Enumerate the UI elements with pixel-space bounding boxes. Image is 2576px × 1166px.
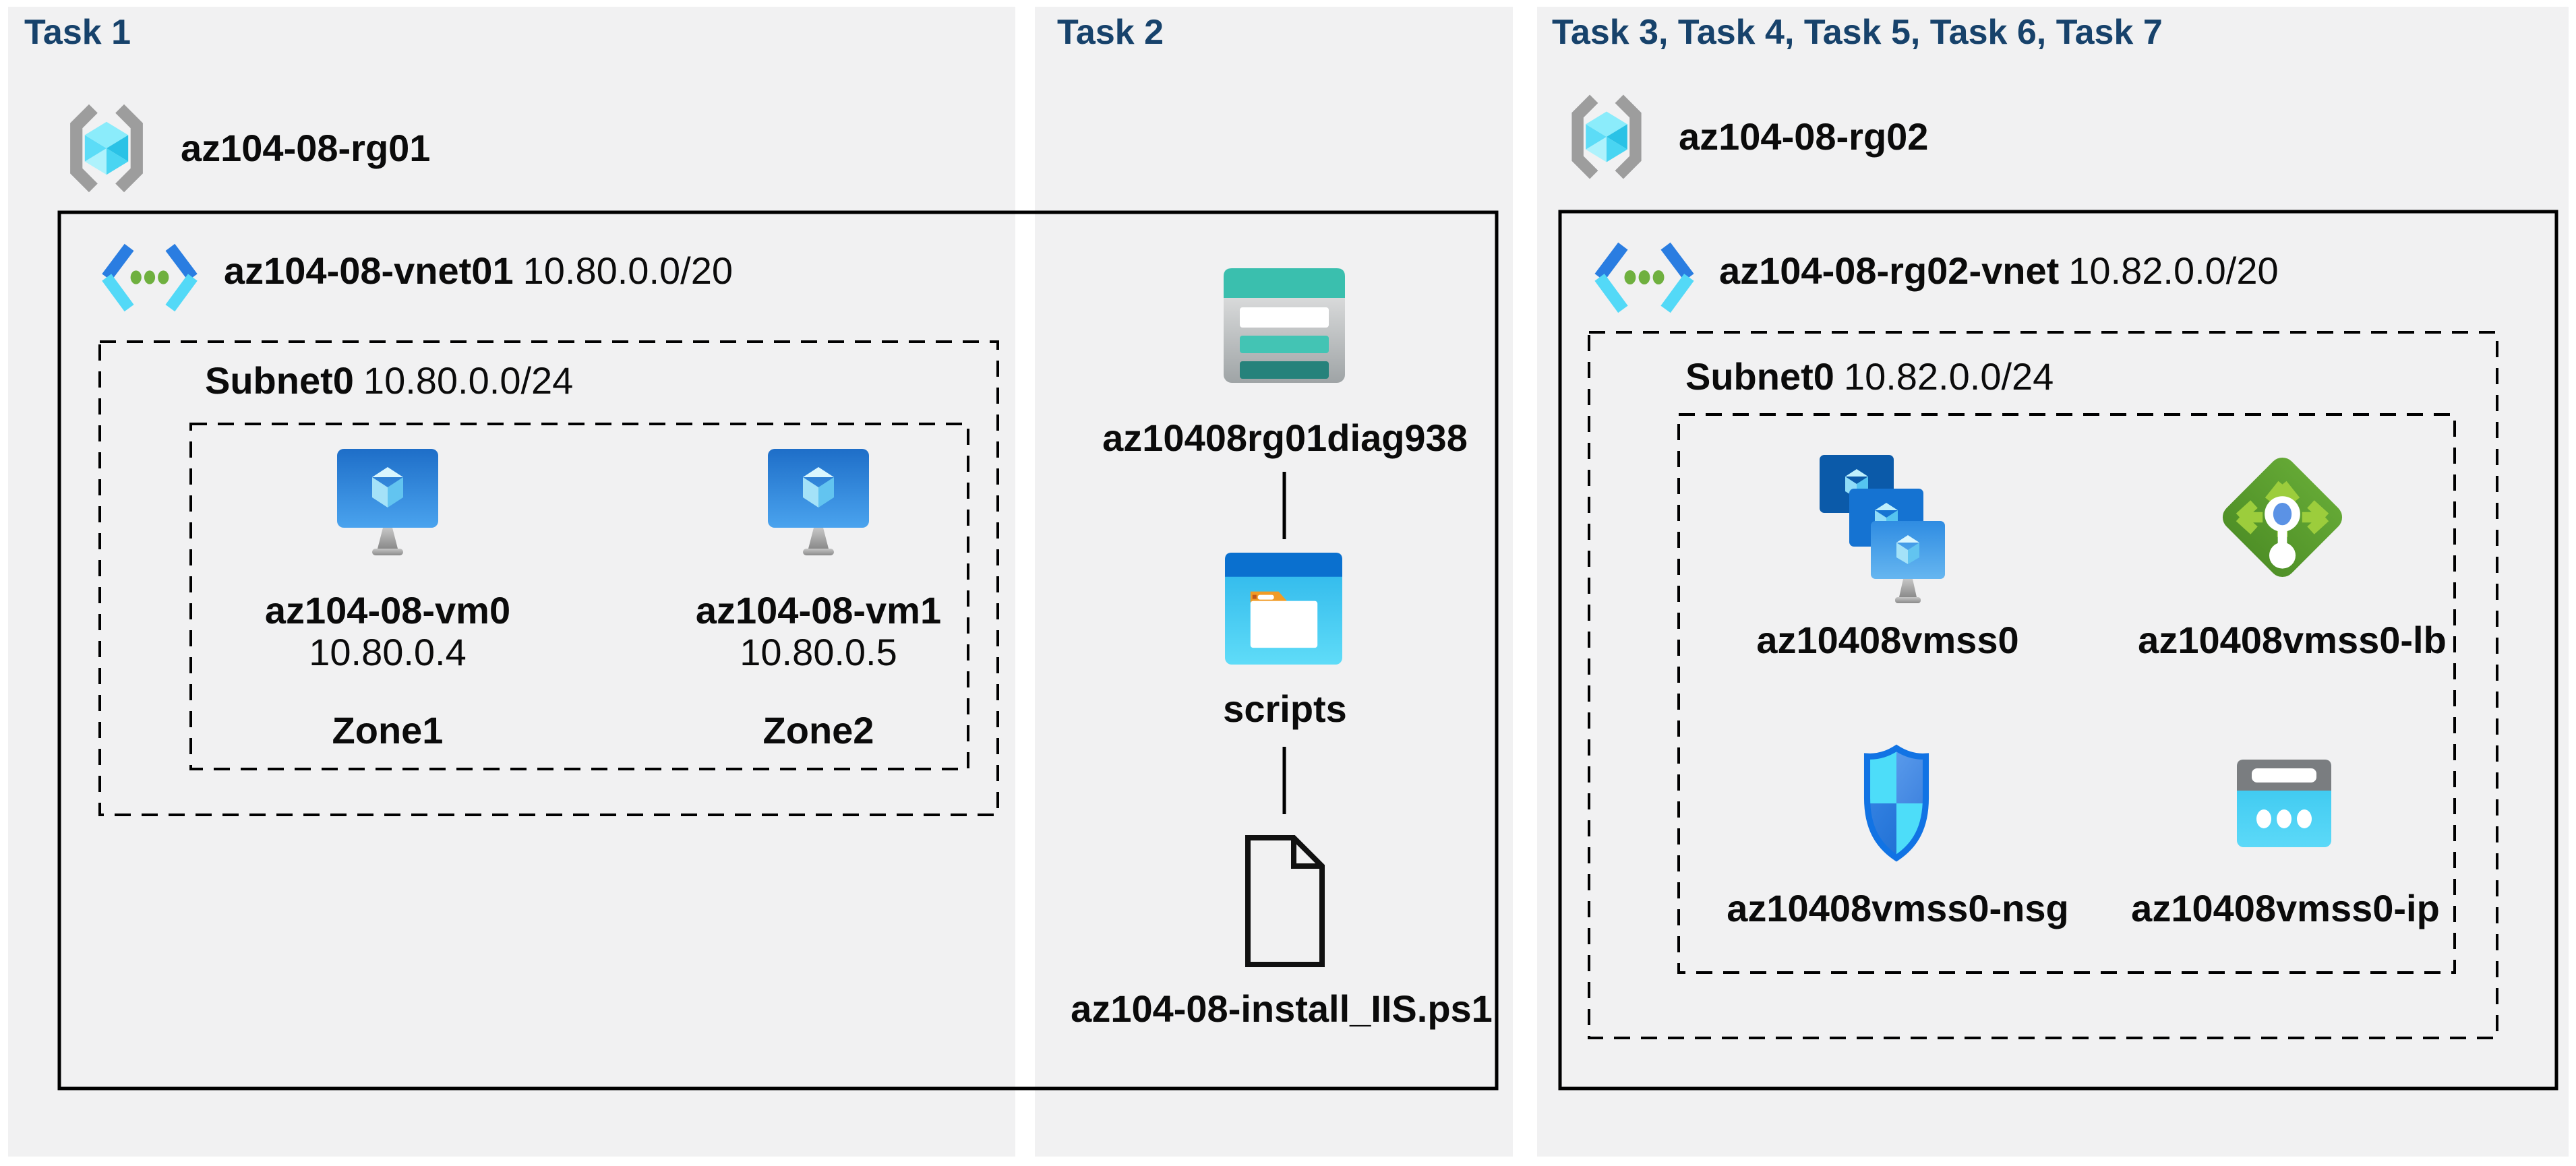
virtual-machine-icon: [768, 449, 869, 555]
vm-scale-set-icon: [1820, 455, 1945, 603]
nsg-name-label: az10408vmss0-nsg: [1727, 887, 2069, 929]
virtual-network-icon: [102, 243, 198, 312]
rg02-vnet-cidr: 10.82.0.0/20: [2068, 249, 2279, 292]
vm0-ip-label: 10.80.0.4: [309, 631, 467, 673]
vm1-zone-label: Zone2: [762, 709, 874, 751]
install-iis-file-label: az104-08-install_IIS.ps1: [1071, 987, 1493, 1030]
task1-title: Task 1: [24, 13, 131, 52]
resource-group-icon: [1571, 94, 1642, 179]
storage-account-icon: [1224, 268, 1345, 383]
load-balancer-icon: [2222, 457, 2343, 578]
vm0-name-label: az104-08-vm0: [264, 589, 511, 632]
public-ip-name-label: az10408vmss0-ip: [2131, 887, 2440, 929]
virtual-network-icon: [1594, 242, 1694, 313]
task1-panel: [8, 7, 1015, 1157]
storage-account-name-label: az10408rg01diag938: [1102, 417, 1468, 459]
vnet01-name: az104-08-vnet01: [224, 249, 514, 292]
task2-title: Task 2: [1057, 13, 1164, 52]
subnet0-rg02-cidr: 10.82.0.0/24: [1843, 355, 2054, 398]
subnet0-rg02-name: Subnet0: [1685, 355, 1834, 398]
subnet0-rg01-name: Subnet0: [205, 359, 354, 402]
task3to7-title: Task 3, Task 4, Task 5, Task 6, Task 7: [1552, 13, 2163, 52]
vm0-zone-label: Zone1: [332, 709, 444, 751]
scripts-container-label: scripts: [1223, 687, 1347, 730]
vnet01-cidr: 10.80.0.0/20: [522, 249, 733, 292]
task3to7-panel: [1537, 7, 2569, 1157]
file-icon: [1245, 835, 1325, 967]
vmss-name-label: az10408vmss0: [1756, 619, 2019, 661]
network-security-group-icon: [1863, 744, 1929, 862]
vm1-ip-label: 10.80.0.5: [740, 631, 897, 673]
resource-group-icon: [70, 104, 143, 193]
subnet0-rg01-cidr: 10.80.0.0/24: [363, 359, 574, 402]
vm1-name-label: az104-08-vm1: [695, 589, 942, 632]
rg01-name-label: az104-08-rg01: [181, 127, 431, 169]
blob-container-icon: [1225, 553, 1342, 665]
load-balancer-name-label: az10408vmss0-lb: [2138, 619, 2447, 661]
public-ip-icon: [2237, 760, 2331, 847]
virtual-machine-icon: [337, 449, 438, 555]
rg02-name-label: az104-08-rg02: [1679, 115, 1929, 158]
rg02-vnet-name: az104-08-rg02-vnet: [1719, 249, 2060, 292]
